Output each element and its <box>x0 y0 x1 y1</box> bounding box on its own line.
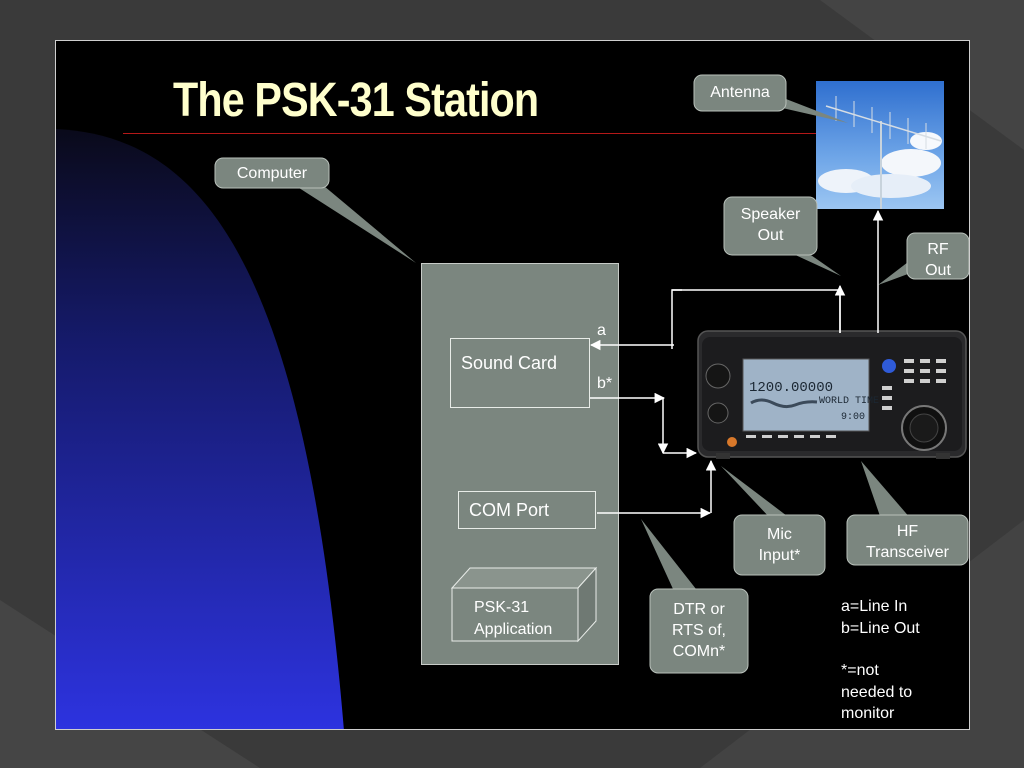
mic-input-callout-label: Mic Input* <box>734 524 825 566</box>
dtr-rts-callout <box>641 519 749 674</box>
mic-input-callout <box>721 466 826 576</box>
computer-callout <box>214 157 416 263</box>
mic-input-line-2: Input* <box>758 547 801 564</box>
connection-b-label: b* <box>597 375 613 392</box>
legend: a=Line In b=Line Out *=not needed to mon… <box>841 596 920 725</box>
psk31-application-label: PSK-31 Application <box>474 597 552 641</box>
app-line-2: Application <box>474 621 553 638</box>
hf-transceiver-callout-label: HF Transceiver <box>847 521 968 563</box>
computer-callout-label: Computer <box>236 165 308 182</box>
rf-out-callout <box>878 232 969 285</box>
app-line-1: PSK-31 <box>474 599 530 616</box>
speaker-out-callout-label: Speaker Out <box>724 204 817 246</box>
speaker-out-line-1: Speaker <box>740 206 801 223</box>
radio-world-time: WORLD TIME <box>819 396 879 407</box>
rf-out-line-1: RF <box>927 241 949 258</box>
radio-clock: 9:00 <box>841 412 865 423</box>
dtr-rts-line-2: RTS of, <box>672 622 726 639</box>
radio-frequency: 1200.00000 <box>749 380 833 396</box>
dtr-rts-callout-label: DTR or RTS of, COMn* <box>650 599 748 662</box>
legend-note-1: *=not <box>841 662 879 679</box>
speaker-out-line-2: Out <box>757 227 784 244</box>
psk31-application-box <box>450 566 598 643</box>
rf-out-line-2: Out <box>925 262 951 279</box>
legend-line-out: b=Line Out <box>841 619 920 637</box>
dtr-rts-line-3: COMn* <box>672 643 726 660</box>
rf-out-callout-label: RF Out <box>907 239 969 281</box>
legend-note-3: monitor <box>841 705 895 722</box>
diagram-graphics: 1200.00000 WORLD TIME 9:00 <box>214 74 969 674</box>
title-underline <box>123 133 823 134</box>
mic-input-line-1: Mic <box>767 526 792 543</box>
com-port-label: COM Port <box>469 500 550 520</box>
hf-transceiver-line-1: HF <box>896 523 919 540</box>
legend-note-2: needed to <box>841 683 913 701</box>
connection-a-label: a <box>597 322 606 339</box>
hf-transceiver-callout <box>846 461 969 566</box>
slide-title: The PSK-31 Station <box>173 74 539 127</box>
legend-line-in: a=Line In <box>841 598 908 615</box>
hf-radio: 1200.00000 WORLD TIME 9:00 <box>697 330 967 459</box>
slide: The PSK-31 Station <box>55 40 970 730</box>
antenna-callout-label: Antenna <box>710 84 770 101</box>
dtr-rts-line-1: DTR or <box>673 601 725 618</box>
antenna-callout <box>693 74 848 123</box>
com-port-box: COM Port <box>458 491 596 529</box>
sound-card-box: Sound Card <box>450 338 590 408</box>
speaker-out-callout <box>723 196 841 276</box>
hf-transceiver-line-2: Transceiver <box>866 544 949 561</box>
sound-card-label: Sound Card <box>461 353 558 373</box>
antenna-photo <box>816 81 944 209</box>
blue-arc-decoration <box>56 129 344 729</box>
